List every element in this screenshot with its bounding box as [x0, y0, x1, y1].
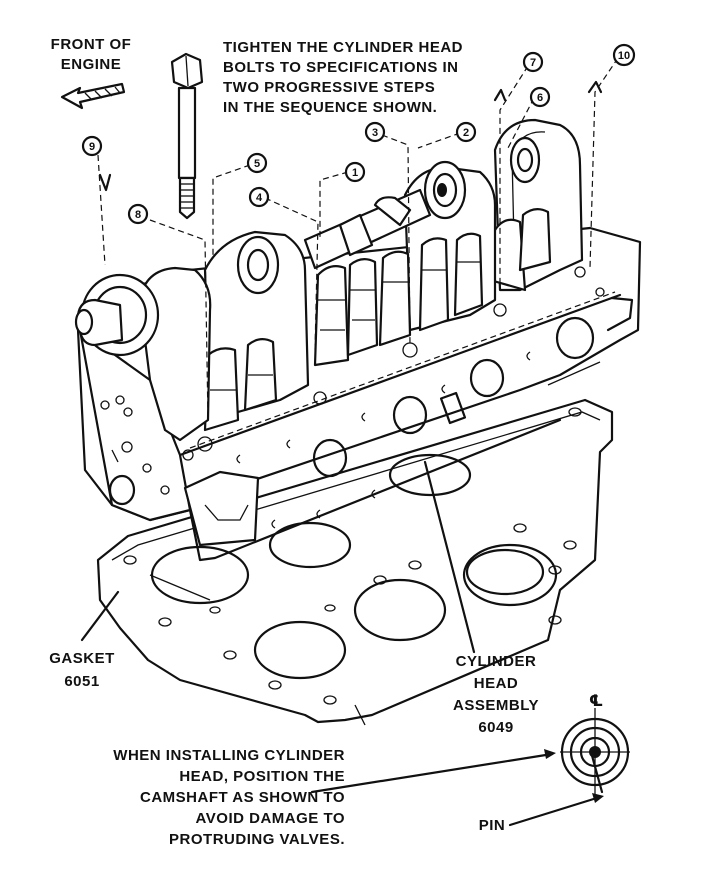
front-of-engine-line-2: ENGINE — [61, 56, 122, 73]
valve-train — [74, 118, 584, 442]
sequence-number-1: 1 — [352, 167, 358, 179]
sequence-marker-7: 7 — [522, 51, 544, 73]
cylinder-head-label-line-3: ASSEMBLY — [453, 697, 539, 714]
sequence-marker-2: 2 — [455, 121, 477, 143]
sequence-number-3: 3 — [372, 127, 378, 139]
tighten-instruction-line-2: BOLTS TO SPECIFICATIONS IN — [223, 59, 459, 76]
sequence-marker-10: 10 — [612, 43, 636, 67]
sequence-number-6: 6 — [537, 92, 543, 104]
sequence-number-5: 5 — [254, 158, 260, 170]
gasket-label-name: GASKET — [49, 650, 115, 667]
sequence-number-9: 9 — [89, 141, 95, 153]
pin-label: PIN — [479, 793, 604, 834]
sequence-marker-4: 4 — [248, 186, 270, 208]
front-of-engine-arrow — [60, 82, 126, 110]
sequence-number-4: 4 — [256, 192, 263, 204]
sequence-marker-9: 9 — [81, 135, 103, 157]
sequence-number-7: 7 — [530, 57, 536, 69]
sequence-marker-8: 8 — [127, 203, 149, 225]
head-gasket — [96, 398, 614, 726]
camshaft-position-detail: ℄ — [560, 693, 630, 800]
installation-note-line-2: HEAD, POSITION THE — [179, 768, 345, 785]
installation-note: WHEN INSTALLING CYLINDER HEAD, POSITION … — [113, 747, 556, 848]
cylinder-head-label-line-1: CYLINDER — [456, 653, 537, 670]
installation-note-line-5: PROTRUDING VALVES. — [169, 831, 345, 848]
installation-note-line-3: CAMSHAFT AS SHOWN TO — [140, 789, 345, 806]
cylinder-head-label-line-2: HEAD — [474, 675, 519, 692]
gasket-part-number: 6051 — [64, 673, 99, 690]
installation-note-line-1: WHEN INSTALLING CYLINDER — [113, 747, 345, 764]
front-of-engine-label: FRONT OF ENGINE — [51, 36, 132, 73]
tighten-instruction-line-3: TWO PROGRESSIVE STEPS — [223, 79, 435, 96]
cylinder-head-part-number: 6049 — [478, 719, 513, 736]
cylinder-head-bolt — [170, 52, 204, 220]
sequence-marker-1: 1 — [344, 161, 366, 183]
tighten-instruction: TIGHTEN THE CYLINDER HEAD BOLTS TO SPECI… — [223, 39, 463, 116]
tighten-instruction-line-4: IN THE SEQUENCE SHOWN. — [223, 99, 437, 116]
cylinder-head-label: CYLINDER HEAD ASSEMBLY 6049 — [423, 460, 539, 736]
centerline-symbol: ℄ — [589, 693, 603, 710]
sequence-number-2: 2 — [463, 127, 469, 139]
installation-note-line-4: AVOID DAMAGE TO — [196, 810, 345, 827]
front-of-engine-line-1: FRONT OF — [51, 36, 132, 53]
sequence-number-10: 10 — [618, 50, 630, 62]
sequence-marker-3: 3 — [364, 121, 386, 143]
gasket-label: GASKET 6051 — [49, 590, 120, 690]
pin-label-text: PIN — [479, 817, 506, 834]
sequence-leaders — [97, 57, 619, 421]
sequence-marker-5: 5 — [246, 152, 268, 174]
sequence-number-8: 8 — [135, 209, 141, 221]
tighten-instruction-line-1: TIGHTEN THE CYLINDER HEAD — [223, 39, 463, 56]
sequence-marker-6: 6 — [529, 86, 551, 108]
